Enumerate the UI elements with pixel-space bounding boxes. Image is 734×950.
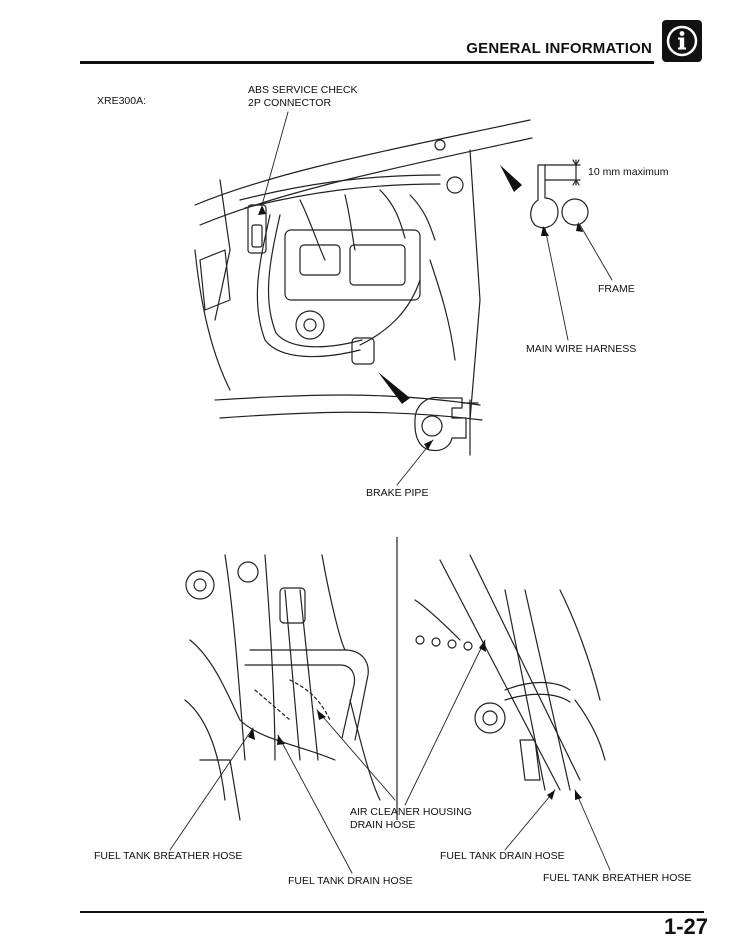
bottom-right-drawing	[414, 554, 606, 791]
model-label: XRE300A:	[97, 95, 147, 107]
arrow-brake-pipe-view	[378, 372, 410, 404]
section-title: GENERAL INFORMATION	[466, 40, 652, 57]
bottom-left-drawing	[184, 554, 381, 821]
right-fuel-tank-drain-hose-label: FUEL TANK DRAIN HOSE	[440, 850, 565, 862]
header-rule	[80, 61, 654, 64]
page-number: 1-27	[663, 914, 708, 939]
right-fuel-tank-breather-hose-label: FUEL TANK BREATHER HOSE	[543, 872, 692, 884]
brake-pipe-label: BRAKE PIPE	[366, 487, 429, 499]
top-leader-lines	[261, 111, 613, 486]
bottom-right-leader-lines	[404, 639, 611, 871]
info-icon	[662, 20, 702, 62]
air-cleaner-drain-hose-label: AIR CLEANER HOUSING DRAIN HOSE	[350, 806, 472, 831]
left-fuel-tank-drain-hose-label: FUEL TANK DRAIN HOSE	[288, 875, 413, 887]
frame-label: FRAME	[598, 283, 635, 295]
main-wire-harness-label: MAIN WIRE HARNESS	[526, 343, 637, 355]
brake-pipe-clip-detail	[414, 396, 479, 456]
top-engine-drawing	[194, 119, 533, 421]
footer-rule	[80, 911, 704, 913]
abs-connector-label: ABS SERVICE CHECK 2P CONNECTOR	[248, 84, 358, 109]
arrow-frame-view	[500, 165, 522, 192]
clearance-label: 10 mm maximum	[588, 166, 669, 178]
left-fuel-tank-breather-hose-label: FUEL TANK BREATHER HOSE	[94, 850, 243, 862]
bottom-left-leader-lines	[169, 709, 396, 874]
frame-clamp-detail	[530, 159, 589, 229]
